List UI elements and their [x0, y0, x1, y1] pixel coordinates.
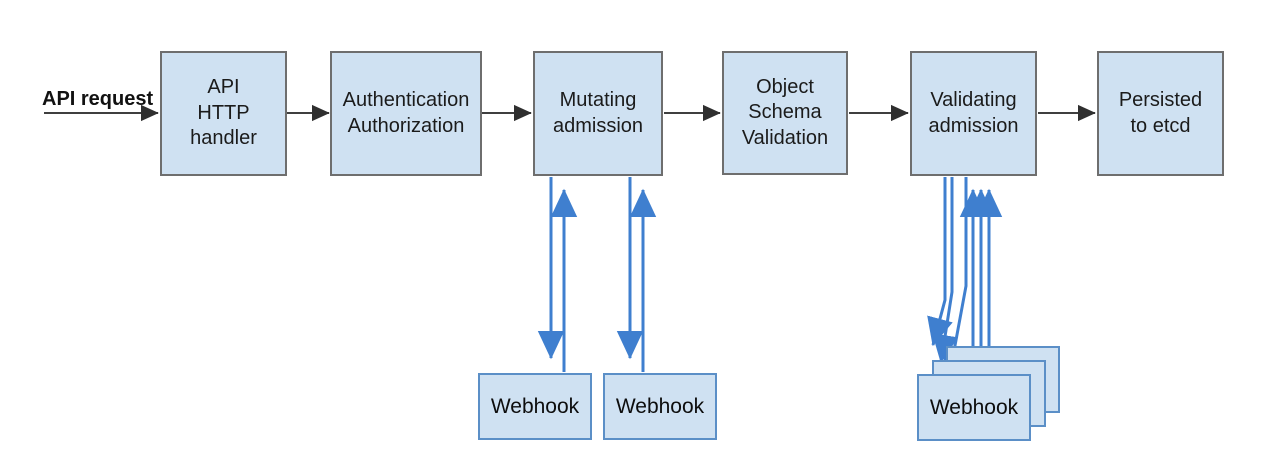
stage-object-schema-validation[interactable]: Object Schema Validation — [722, 51, 848, 175]
stage-mutating-admission-line-2: admission — [552, 114, 644, 137]
webhook-box-mutating-1-label: Webhook — [490, 394, 580, 418]
webhook-box-validating-front[interactable]: Webhook — [917, 374, 1031, 441]
stage-object-schema-validation-line-1: Object — [756, 75, 814, 98]
stage-mutating-admission-line-1: Mutating — [559, 88, 637, 111]
webhook-box-mutating-2-label: Webhook — [615, 394, 705, 418]
stage-validating-admission-line-1: Validating — [930, 88, 1017, 111]
webhook-box-validating-front-label: Webhook — [929, 395, 1019, 419]
stage-object-schema-validation-line-2: Schema — [748, 101, 822, 124]
webhook-box-mutating-1[interactable]: Webhook — [478, 373, 592, 440]
stage-validating-admission-line-2: admission — [928, 114, 1019, 137]
stage-api-http-handler-line-1: API — [207, 76, 240, 99]
stage-authentication-authorization[interactable]: Authentication Authorization — [330, 51, 482, 176]
mutating-webhook-1-arrows — [537, 177, 578, 372]
stage-object-schema-validation-line-3: Validation — [741, 126, 829, 149]
stage-persisted-to-etcd[interactable]: Persisted to etcd — [1097, 51, 1224, 176]
stage-mutating-admission[interactable]: Mutating admission — [533, 51, 663, 176]
stage-persisted-to-etcd-line-2: to etcd — [1130, 114, 1191, 137]
stage-persisted-to-etcd-line-1: Persisted — [1118, 88, 1203, 111]
stage-authentication-authorization-line-2: Authorization — [347, 114, 465, 137]
stage-api-http-handler-line-3: handler — [190, 127, 257, 150]
mutating-webhook-2-arrows — [616, 177, 657, 372]
api-request-label: API request — [42, 88, 154, 110]
stage-validating-admission[interactable]: Validating admission — [910, 51, 1037, 176]
stage-api-http-handler[interactable]: API HTTP handler — [160, 51, 287, 176]
stage-api-http-handler-line-2: HTTP — [197, 101, 250, 124]
webhook-box-mutating-2[interactable]: Webhook — [603, 373, 717, 440]
stage-authentication-authorization-line-1: Authentication — [342, 88, 470, 111]
